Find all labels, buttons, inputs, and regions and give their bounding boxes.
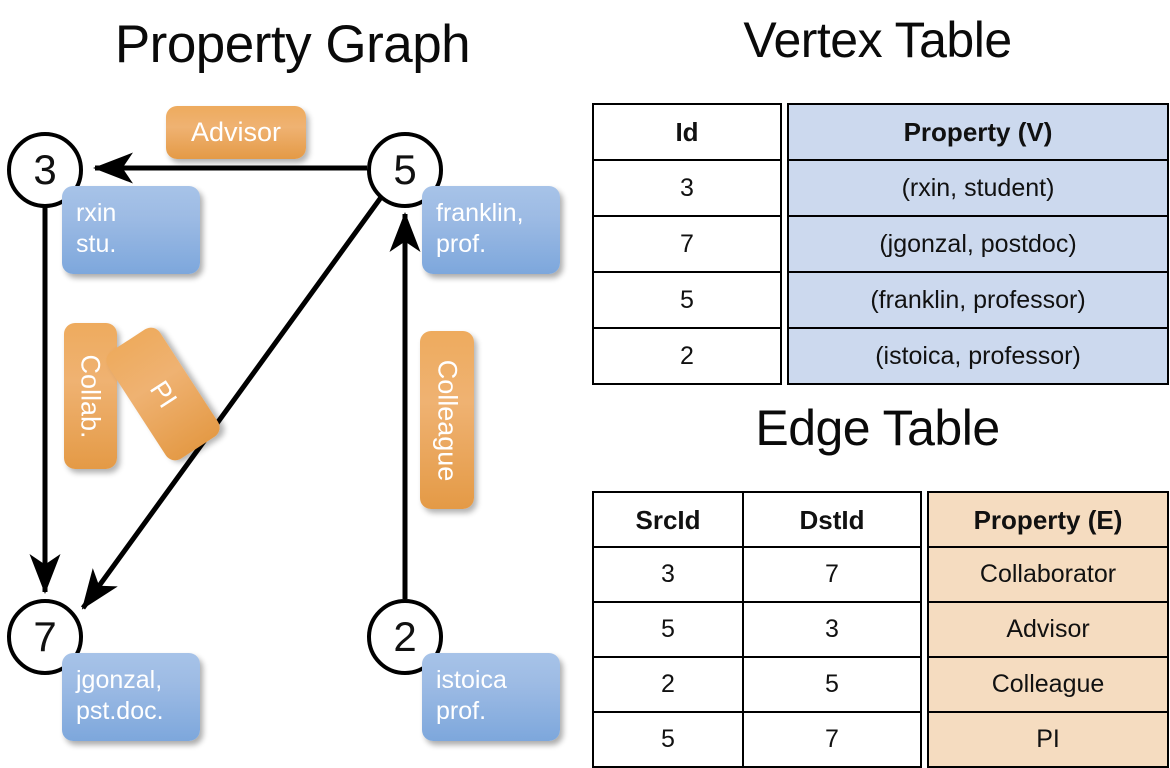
edge-table-column-gap: [921, 547, 928, 602]
node-5-property-line-2: prof.: [436, 230, 487, 258]
vertex-row-2-id: 5: [592, 271, 782, 329]
page-title-edge-table: Edge Table: [755, 400, 1000, 456]
edge-row-0-dstid: 7: [742, 546, 922, 603]
node-2-property-line-1: istoica: [436, 666, 507, 694]
edge-table-column-gap: [921, 492, 928, 547]
edge-table-column-gap: [921, 657, 928, 712]
vertex-row-0-id: 3: [592, 159, 782, 217]
edge-label-colleague[interactable]: Colleague: [420, 331, 474, 509]
property-graph-diagram: 3 5 7 2 rxin stu. franklin, prof. jgonza…: [0, 0, 585, 760]
edge-label-colleague-text: Colleague: [432, 359, 463, 481]
vertex-table-header-id: Id: [592, 103, 782, 161]
vertex-table-column-gap: [781, 216, 788, 272]
node-7-property-box[interactable]: jgonzal, pst.doc.: [62, 653, 200, 741]
table-row[interactable]: 3 7 Collaborator: [592, 546, 1169, 603]
edge-table-header-dstid: DstId: [742, 491, 922, 548]
vertex-table-column-gap: [781, 328, 788, 384]
node-5-property-box[interactable]: franklin, prof.: [422, 186, 560, 274]
vertex-row-2-property: (franklin, professor): [787, 271, 1169, 329]
node-2-property-box[interactable]: istoica prof.: [422, 653, 560, 741]
vertex-table-column-gap: [781, 160, 788, 216]
edge-5-to-7: [80, 194, 385, 610]
edge-table-column-gap: [921, 712, 928, 767]
node-3-property-box[interactable]: rxin stu.: [62, 186, 200, 274]
vertex-row-0-property: (rxin, student): [787, 159, 1169, 217]
node-7-property-line-2: pst.doc.: [76, 697, 164, 725]
edge-row-3-dstid: 7: [742, 711, 922, 768]
edge-row-3-property: PI: [927, 711, 1169, 768]
table-row[interactable]: 2 (istoica, professor): [592, 327, 1169, 385]
edge-label-pi-text: PI: [143, 374, 183, 413]
node-3-property-line-2: stu.: [76, 230, 117, 258]
edge-table-header-srcid: SrcId: [592, 491, 744, 548]
table-row[interactable]: 7 (jgonzal, postdoc): [592, 215, 1169, 273]
edge-row-0-srcid: 3: [592, 546, 744, 603]
edge-label-advisor-text: Advisor: [190, 117, 282, 147]
node-3-property-line-1: rxin: [76, 199, 117, 227]
node-5-property-line-1: franklin,: [436, 199, 524, 227]
vertex-table-column-gap: [781, 272, 788, 328]
graph-node-5[interactable]: 5: [367, 132, 443, 208]
edge-row-0-property: Collaborator: [927, 546, 1169, 603]
edge-label-advisor[interactable]: Advisor: [166, 106, 306, 159]
vertex-row-3-property: (istoica, professor): [787, 327, 1169, 385]
table-row[interactable]: 5 (franklin, professor): [592, 271, 1169, 329]
edge-row-3-srcid: 5: [592, 711, 744, 768]
vertex-table-column-gap: [781, 104, 788, 160]
edge-row-2-property: Colleague: [927, 656, 1169, 713]
table-row[interactable]: 2 5 Colleague: [592, 656, 1169, 713]
graph-node-3-label: 3: [33, 146, 57, 193]
graph-node-5-label: 5: [393, 146, 417, 193]
graph-node-2-label: 2: [393, 613, 417, 660]
edge-table-header-property: Property (E): [927, 491, 1169, 548]
edge-row-2-dstid: 5: [742, 656, 922, 713]
table-row[interactable]: 5 3 Advisor: [592, 601, 1169, 658]
table-row[interactable]: 3 (rxin, student): [592, 159, 1169, 217]
vertex-row-1-id: 7: [592, 215, 782, 273]
table-row[interactable]: 5 7 PI: [592, 711, 1169, 768]
node-7-property-line-1: jgonzal,: [76, 666, 163, 694]
page-title-vertex-table: Vertex Table: [743, 12, 1012, 68]
vertex-row-1-property: (jgonzal, postdoc): [787, 215, 1169, 273]
vertex-table-header-property: Property (V): [787, 103, 1169, 161]
graph-edges-svg: [29, 152, 421, 610]
edge-table: SrcId DstId Property (E) 3 7 Collaborato…: [592, 491, 1169, 768]
edge-row-1-dstid: 3: [742, 601, 922, 658]
edge-row-1-srcid: 5: [592, 601, 744, 658]
edge-row-2-srcid: 2: [592, 656, 744, 713]
page-title-property-graph: Property Graph: [114, 15, 471, 74]
edge-label-collab[interactable]: Collab.: [64, 323, 117, 469]
vertex-row-3-id: 2: [592, 327, 782, 385]
edge-table-header-row: SrcId DstId Property (E): [592, 491, 1169, 548]
graph-node-2[interactable]: 2: [367, 599, 443, 675]
graph-node-7-label: 7: [33, 613, 57, 660]
node-2-property-line-2: prof.: [436, 697, 487, 725]
vertex-table-header-row: Id Property (V): [592, 103, 1169, 161]
edge-table-column-gap: [921, 602, 928, 657]
edge-row-1-property: Advisor: [927, 601, 1169, 658]
edge-label-collab-text: Collab.: [76, 353, 107, 439]
vertex-table: Id Property (V) 3 (rxin, student) 7 (jgo…: [592, 103, 1169, 385]
